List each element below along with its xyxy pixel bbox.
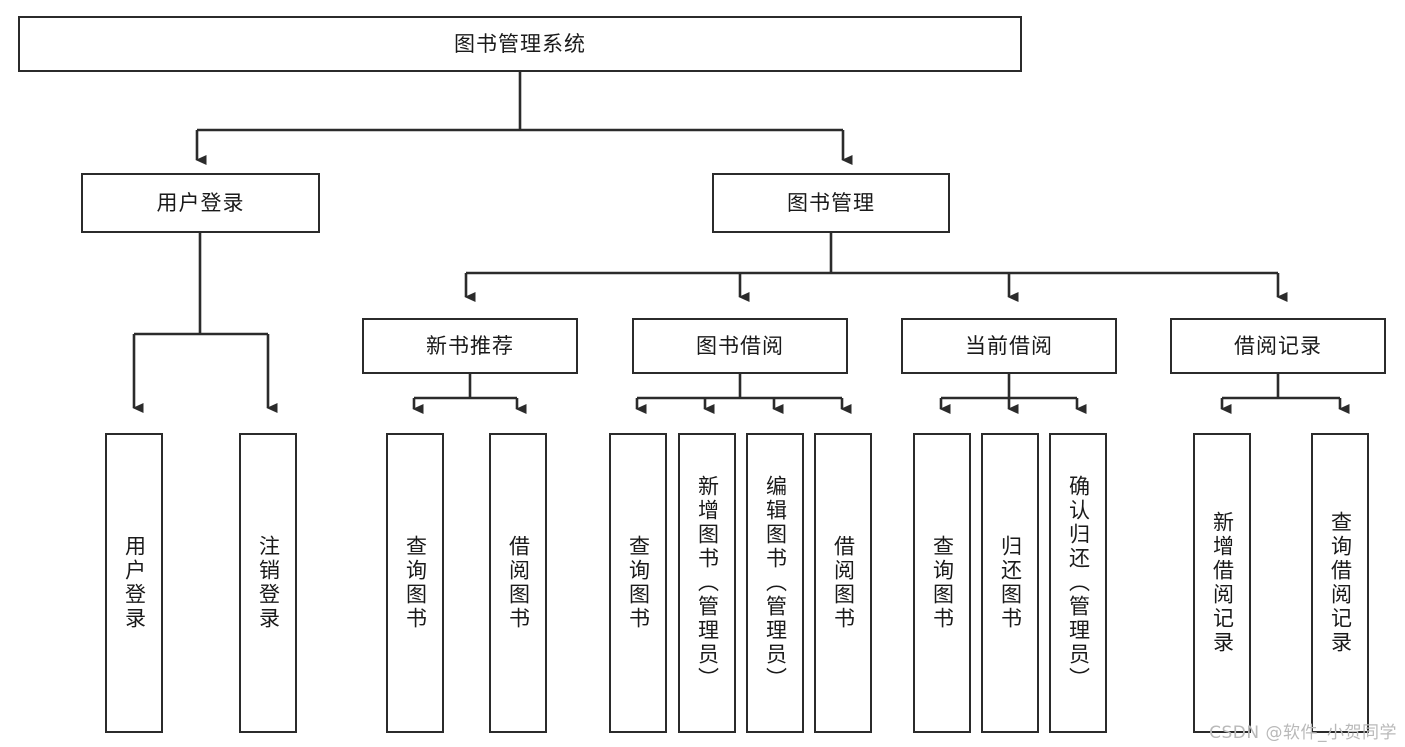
node-leaf-borrow-book-2[interactable]: 借阅图书 bbox=[814, 433, 872, 733]
node-leaf-return-book[interactable]: 归还图书 bbox=[981, 433, 1039, 733]
node-label: 图书管理 bbox=[787, 190, 875, 215]
node-leaf-query-book-3[interactable]: 查询图书 bbox=[913, 433, 971, 733]
node-label: 新书推荐 bbox=[426, 333, 514, 358]
node-leaf-edit-book-admin[interactable]: 编辑图书（管理员） bbox=[746, 433, 804, 733]
node-leaf-query-record[interactable]: 查询借阅记录 bbox=[1311, 433, 1369, 733]
node-label: 新增借阅记录 bbox=[1210, 511, 1235, 655]
node-label: 查询图书 bbox=[930, 535, 955, 631]
node-label: 查询借阅记录 bbox=[1328, 511, 1353, 655]
node-label: 借阅记录 bbox=[1234, 333, 1322, 358]
node-current-borrow[interactable]: 当前借阅 bbox=[901, 318, 1117, 374]
node-label: 借阅图书 bbox=[831, 535, 856, 631]
node-borrow-record[interactable]: 借阅记录 bbox=[1170, 318, 1386, 374]
node-book-manage[interactable]: 图书管理 bbox=[712, 173, 950, 233]
node-label: 借阅图书 bbox=[506, 535, 531, 631]
node-book-management-system[interactable]: 图书管理系统 bbox=[18, 16, 1022, 72]
watermark: CSDN @软件_小贺同学 bbox=[1209, 723, 1397, 743]
node-new-book-recommend[interactable]: 新书推荐 bbox=[362, 318, 578, 374]
node-label: 当前借阅 bbox=[965, 333, 1053, 358]
node-label: 归还图书 bbox=[998, 535, 1023, 631]
node-leaf-add-book-admin[interactable]: 新增图书（管理员） bbox=[678, 433, 736, 733]
node-label: 用户登录 bbox=[156, 190, 245, 215]
node-label: 查询图书 bbox=[626, 535, 651, 631]
node-label: 用户登录 bbox=[122, 535, 147, 631]
node-label: 图书借阅 bbox=[696, 333, 784, 358]
node-leaf-logout-login[interactable]: 注销登录 bbox=[239, 433, 297, 733]
node-leaf-borrow-book-1[interactable]: 借阅图书 bbox=[489, 433, 547, 733]
node-label: 新增图书（管理员） bbox=[695, 475, 720, 691]
node-label: 注销登录 bbox=[256, 535, 281, 631]
node-leaf-confirm-return[interactable]: 确认归还（管理员） bbox=[1049, 433, 1107, 733]
node-leaf-user-login[interactable]: 用户登录 bbox=[105, 433, 163, 733]
node-label: 编辑图书（管理员） bbox=[763, 475, 788, 691]
node-leaf-query-book-2[interactable]: 查询图书 bbox=[609, 433, 667, 733]
node-book-borrow[interactable]: 图书借阅 bbox=[632, 318, 848, 374]
node-label: 查询图书 bbox=[403, 535, 428, 631]
node-label: 图书管理系统 bbox=[454, 31, 586, 56]
node-leaf-query-book-1[interactable]: 查询图书 bbox=[386, 433, 444, 733]
node-leaf-add-record[interactable]: 新增借阅记录 bbox=[1193, 433, 1251, 733]
node-user-login[interactable]: 用户登录 bbox=[81, 173, 320, 233]
node-label: 确认归还（管理员） bbox=[1066, 475, 1091, 691]
